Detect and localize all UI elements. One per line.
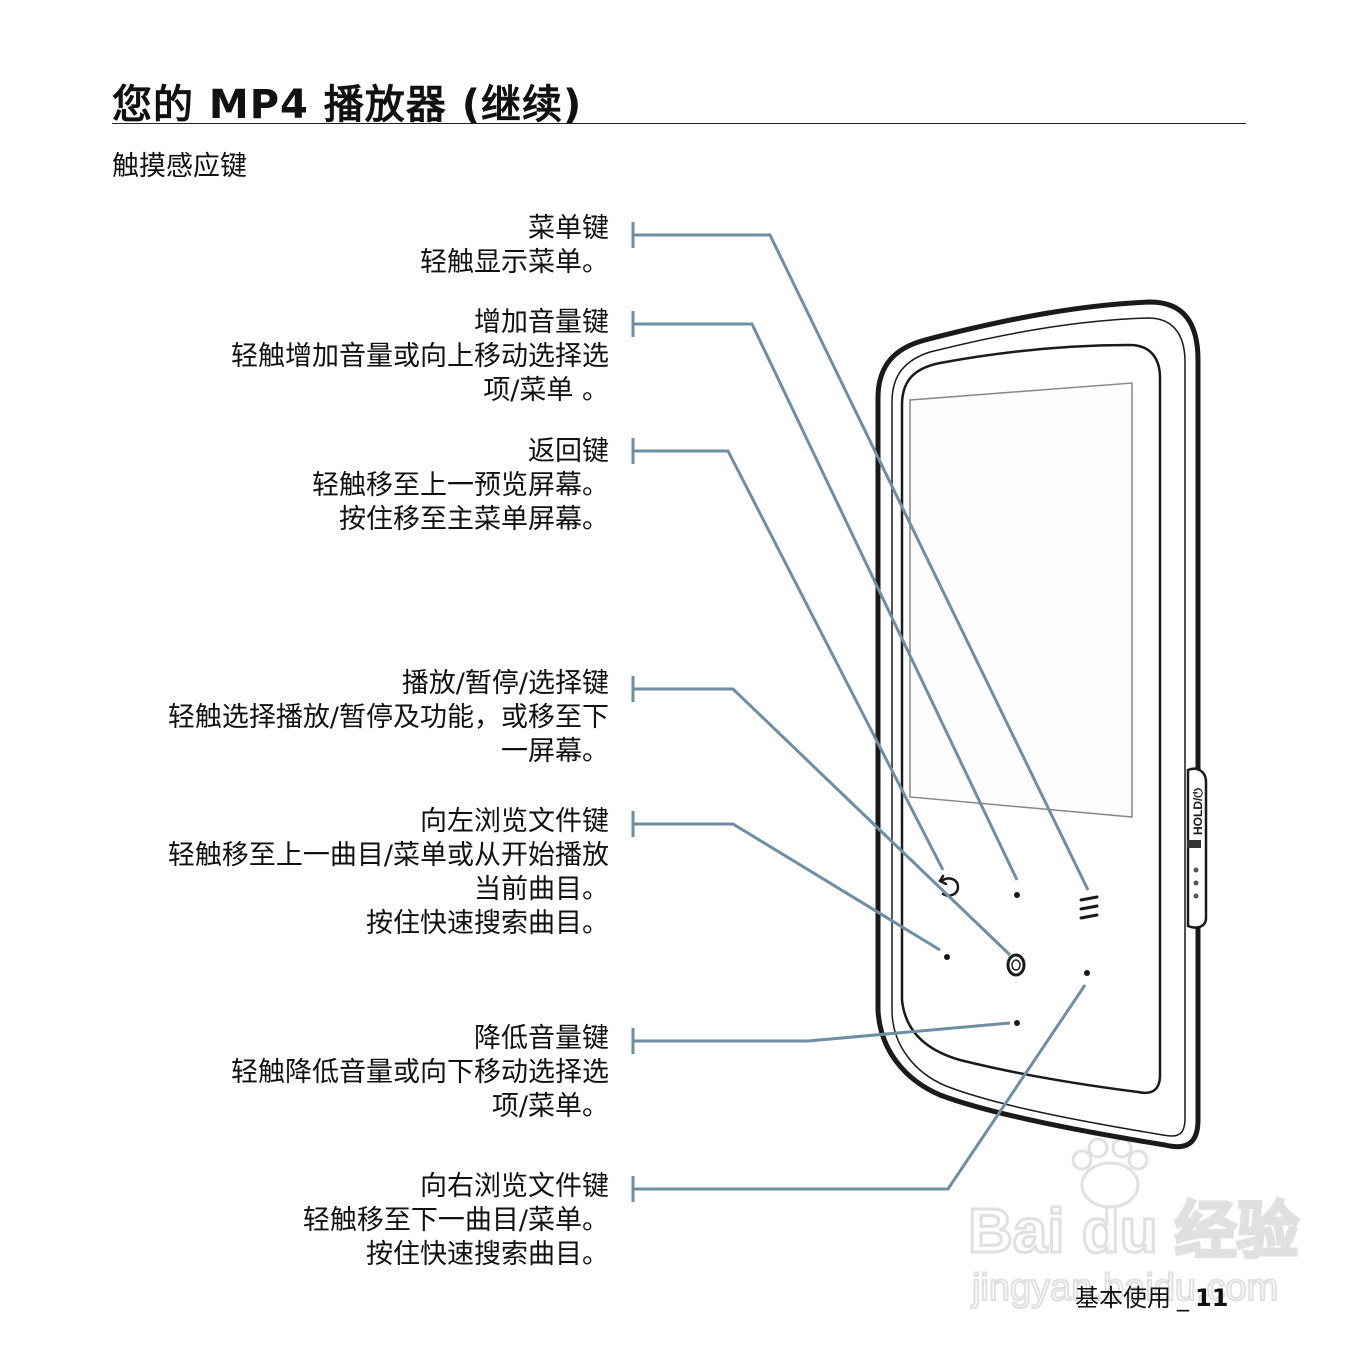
callout-description: 轻触移至上一预览屏幕。 bbox=[312, 470, 609, 501]
callout-description: 按住移至主菜单屏幕。 bbox=[339, 504, 609, 535]
callout-description: 轻触降低音量或向下移动选择选 bbox=[231, 1057, 609, 1088]
callout-description: 一屏幕。 bbox=[501, 736, 609, 767]
callout-right-browse-key: 向右浏览文件键 轻触移至下一曲目/菜单。 按住快速搜索曲目。 bbox=[303, 1170, 609, 1272]
callout-description: 轻触显示菜单。 bbox=[420, 247, 609, 278]
right-browse-dot-icon bbox=[1084, 970, 1090, 976]
watermark-brand: Bai du 经验 bbox=[968, 1197, 1299, 1266]
callout-description: 当前曲目。 bbox=[474, 874, 609, 905]
menu-lines-icon bbox=[1079, 895, 1099, 920]
leader-right-browse-key bbox=[631, 984, 1087, 1202]
callout-heading: 返回键 bbox=[528, 436, 609, 467]
callout-description: 项/菜单。 bbox=[491, 1091, 609, 1122]
left-browse-dot-icon bbox=[944, 954, 950, 960]
back-arrow-icon bbox=[938, 874, 960, 897]
callout-heading: 增加音量键 bbox=[474, 307, 609, 338]
leader-volume-up-key bbox=[631, 311, 1019, 881]
section-subtitle: 触摸感应键 bbox=[112, 151, 247, 182]
footer-separator: _ bbox=[1177, 1284, 1189, 1312]
page-number: 11 bbox=[1195, 1284, 1229, 1312]
callout-description: 按住快速搜索曲目。 bbox=[366, 908, 609, 939]
callout-heading: 向左浏览文件键 bbox=[420, 806, 609, 837]
callout-play-pause-key: 播放/暂停/选择键 轻触选择播放/暂停及功能，或移至下 一屏幕。 bbox=[168, 667, 609, 769]
grip-dot-icon bbox=[1193, 867, 1199, 873]
volume-up-dot-icon bbox=[1014, 892, 1020, 898]
callout-volume-up-key: 增加音量键 轻触增加音量或向上移动选择选 项/菜单 。 bbox=[231, 306, 609, 408]
paw-icon bbox=[1071, 1137, 1149, 1209]
leader-left-browse-key bbox=[631, 811, 941, 952]
leader-menu-key bbox=[631, 222, 1090, 891]
grip-dot-icon bbox=[1193, 893, 1199, 899]
callout-volume-down-key: 降低音量键 轻触降低音量或向下移动选择选 项/菜单。 bbox=[231, 1022, 609, 1124]
callout-heading: 菜单键 bbox=[528, 213, 609, 244]
callout-heading: 降低音量键 bbox=[474, 1023, 609, 1054]
leader-volume-down-key bbox=[631, 1021, 1011, 1054]
leader-back-key bbox=[631, 438, 945, 871]
hold-switch bbox=[1186, 767, 1208, 929]
baidu-watermark: Bai du 经验 jingyan.baidu.com bbox=[967, 1137, 1300, 1310]
page-footer: 基本使用_11 bbox=[1075, 1278, 1228, 1313]
circle-button-icon bbox=[1006, 953, 1026, 977]
grip-dot-icon bbox=[1193, 880, 1199, 886]
callout-menu-key: 菜单键 轻触显示菜单。 bbox=[420, 212, 609, 280]
title-divider bbox=[112, 123, 1246, 124]
callout-left-browse-key: 向左浏览文件键 轻触移至上一曲目/菜单或从开始播放 当前曲目。 按住快速搜索曲目… bbox=[168, 805, 609, 941]
leader-play-pause-key bbox=[631, 676, 1012, 957]
volume-down-dot-icon bbox=[1014, 1020, 1020, 1026]
callout-description: 轻触选择播放/暂停及功能，或移至下 bbox=[167, 702, 609, 733]
watermark-url: jingyan.baidu.com bbox=[971, 1267, 1278, 1309]
mp4-player-body bbox=[875, 299, 1201, 1150]
callout-heading: 向右浏览文件键 bbox=[420, 1171, 609, 1202]
callout-back-key: 返回键 轻触移至上一预览屏幕。 按住移至主菜单屏幕。 bbox=[312, 435, 609, 537]
hold-label: HOLD/⏻ bbox=[1191, 788, 1205, 835]
callout-description: 轻触移至上一曲目/菜单或从开始播放 bbox=[167, 840, 609, 871]
page-title: 您的 MP4 播放器 (继续) bbox=[112, 82, 583, 128]
callout-description: 轻触移至下一曲目/菜单。 bbox=[302, 1205, 609, 1236]
leader-lines bbox=[631, 222, 1090, 1202]
callout-description: 轻触增加音量或向上移动选择选 bbox=[231, 341, 609, 372]
footer-section: 基本使用 bbox=[1075, 1284, 1171, 1312]
callout-description: 项/菜单 。 bbox=[483, 375, 609, 406]
callout-heading: 播放/暂停/选择键 bbox=[401, 668, 609, 699]
callout-description: 按住快速搜索曲目。 bbox=[366, 1239, 609, 1270]
